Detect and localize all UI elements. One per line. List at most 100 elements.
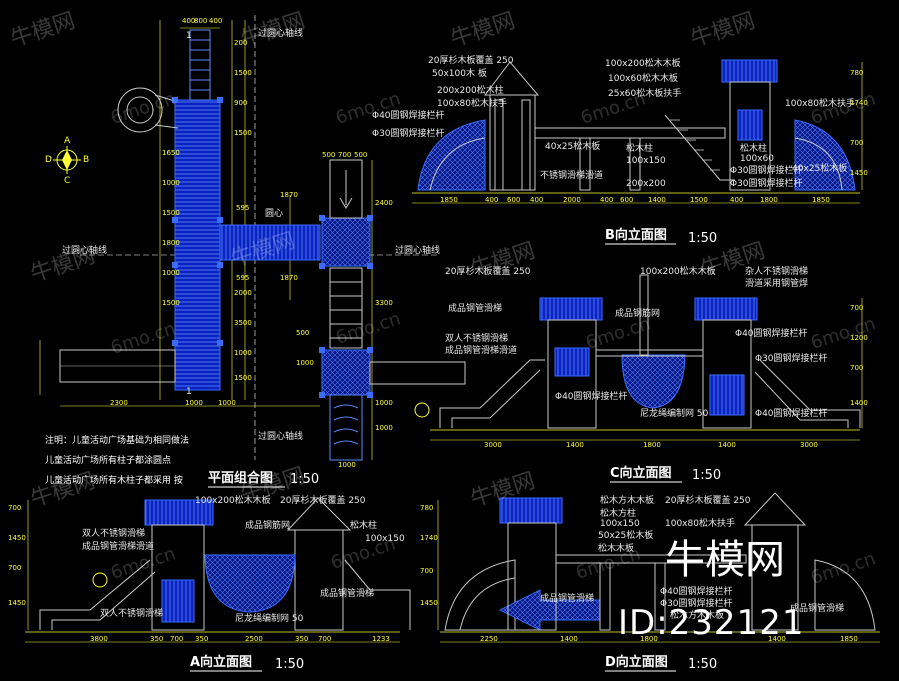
d-label-9: Φ30圆钢焊接栏杆	[660, 599, 733, 609]
plan-dim-mid-2: 595	[236, 274, 250, 282]
b-view-scale: 1:50	[688, 231, 718, 246]
b-dim-side-2: 700	[850, 139, 864, 147]
brand-id-text: ID:232121	[618, 603, 805, 643]
d-label-11: 成品钢管滑梯	[790, 604, 845, 614]
b-label-17: Φ30圆钢焊接栏杆	[730, 166, 803, 176]
plan-right-slide	[369, 361, 466, 385]
d-label-10: 松木方木木板	[670, 611, 725, 621]
a-dim-4: 2500	[245, 635, 263, 643]
b-dim-8: 1500	[690, 196, 708, 204]
plan-dim-v-2: 900	[234, 99, 248, 107]
b-view-title: B向立面图	[605, 228, 667, 243]
b-label-2: 200x200松木柱	[437, 86, 504, 96]
plan-dim-top-1: 800	[194, 17, 208, 25]
c-dim-2: 1800	[643, 441, 661, 449]
d-label-7: 成品钢管滑梯	[540, 594, 595, 604]
b-dim-5: 400	[600, 196, 614, 204]
c-dim-3: 1400	[718, 441, 736, 449]
d-label-1: 松木方柱	[600, 509, 637, 519]
c-label-2: 杂人不锈钢滑梯	[745, 267, 809, 277]
compass-c: C	[64, 176, 71, 186]
plan-section-top: 1	[186, 31, 192, 41]
a-dim-2: 700	[170, 635, 184, 643]
compass-icon	[53, 146, 81, 174]
c-label-6: 双人不锈钢滑梯	[445, 334, 509, 344]
d-label-6: 100x80松木扶手	[665, 519, 735, 529]
d-dim-4: 1850	[840, 635, 858, 643]
a-left-slide	[39, 559, 151, 630]
c-dim-side-1: 1200	[850, 334, 868, 342]
d-right-roof	[743, 492, 807, 526]
b-label-11: 松木柱	[626, 144, 654, 154]
d-dim-side-2: 700	[420, 567, 434, 575]
b-dim-9: 400	[730, 196, 744, 204]
compass-a: A	[64, 136, 71, 146]
a-label-9: 双人不锈钢滑梯	[100, 609, 164, 619]
plan-dim-v-10: 2000	[234, 289, 252, 297]
d-label-3: 50x25松木板	[598, 531, 654, 541]
a-dim-side-3: 1450	[8, 599, 26, 607]
a-label-5: 松木柱	[350, 521, 378, 531]
c-dim-side-0: 700	[850, 304, 864, 312]
a-dim-3: 350	[195, 635, 209, 643]
plan-right-tower	[321, 217, 371, 267]
c-label-3: 滑道采用钢管焊	[745, 279, 809, 289]
plan-view	[39, 15, 466, 461]
b-label-15: 松木柱	[740, 144, 768, 154]
b-label-12: 100x150	[626, 156, 666, 166]
d-view-scale: 1:50	[688, 657, 718, 672]
d-elevation	[437, 492, 880, 643]
c-dim-4: 3000	[800, 441, 818, 449]
a-dim-side-0: 700	[8, 504, 22, 512]
b-right-arch-slide	[794, 119, 856, 191]
plan-axis-left-label: 过圆心轴线	[62, 246, 108, 256]
plan-dim-mid-1: 595	[236, 204, 250, 212]
c-view-scale: 1:50	[692, 468, 722, 483]
plan-dim-v-1: 1500	[234, 69, 252, 77]
d-label-4: 松木木板	[598, 544, 635, 554]
b-dim-10: 1800	[760, 196, 778, 204]
note-3: 儿童活动广场所有木柱子都采用 按	[45, 476, 183, 486]
c-dim-0: 3000	[484, 441, 502, 449]
b-dim-4: 2000	[563, 196, 581, 204]
c-label-1: 100x200松木木板	[640, 267, 716, 277]
c-view-title: C向立面图	[610, 466, 672, 481]
d-dim-side-1: 1740	[420, 534, 438, 542]
plan-dim-right-1: 700	[338, 151, 352, 159]
d-dim-1: 1400	[560, 635, 578, 643]
a-dim-7: 1233	[372, 635, 390, 643]
a-dim-1: 350	[150, 635, 164, 643]
a-label-4: 成品钢筋网	[245, 521, 291, 531]
plan-top-ladder	[189, 29, 211, 101]
a-elevation	[25, 497, 411, 643]
c-dim-side-2: 700	[850, 364, 864, 372]
a-dim-5: 350	[295, 635, 309, 643]
plan-top-ladder-rungs	[190, 39, 210, 91]
d-label-5: 20厚杉木板覆盖 250	[665, 496, 751, 506]
plan-dim-mid-0: 1870	[280, 191, 298, 199]
b-stairs	[664, 114, 735, 181]
c-label-11: Φ30圆钢焊接栏杆	[755, 354, 828, 364]
d-dim-side-3: 1450	[420, 599, 438, 607]
plan-axis-right-label: 过圆心轴线	[395, 246, 441, 256]
a-label-6: 100x150	[365, 534, 405, 544]
c-right-slide	[759, 359, 861, 428]
plan-dim-right-4: 3300	[375, 299, 393, 307]
d-dim-3: 1400	[768, 635, 786, 643]
b-dim-side-3: 1450	[850, 169, 868, 177]
plan-dim-top-0: 400	[182, 17, 196, 25]
plan-spiral-slide	[117, 87, 163, 133]
b-dim-7: 1400	[648, 196, 666, 204]
d-left-arch-slide	[444, 559, 516, 631]
c-label-0: 20厚杉木板覆盖 250	[445, 267, 531, 277]
a-label-1: 20厚杉木板覆盖 250	[280, 496, 366, 506]
b-dim-side-0: 780	[850, 69, 864, 77]
plan-dim-bottom-4: 1000	[296, 359, 314, 367]
a-dim-side-2: 700	[8, 564, 22, 572]
c-label-8: Φ40圆钢焊接栏杆	[735, 329, 808, 339]
c-net	[621, 354, 686, 409]
d-dim-side-0: 780	[420, 504, 434, 512]
c-label-4: 成品钢管滑梯	[448, 304, 503, 314]
plan-bottom-stairs	[329, 394, 363, 461]
